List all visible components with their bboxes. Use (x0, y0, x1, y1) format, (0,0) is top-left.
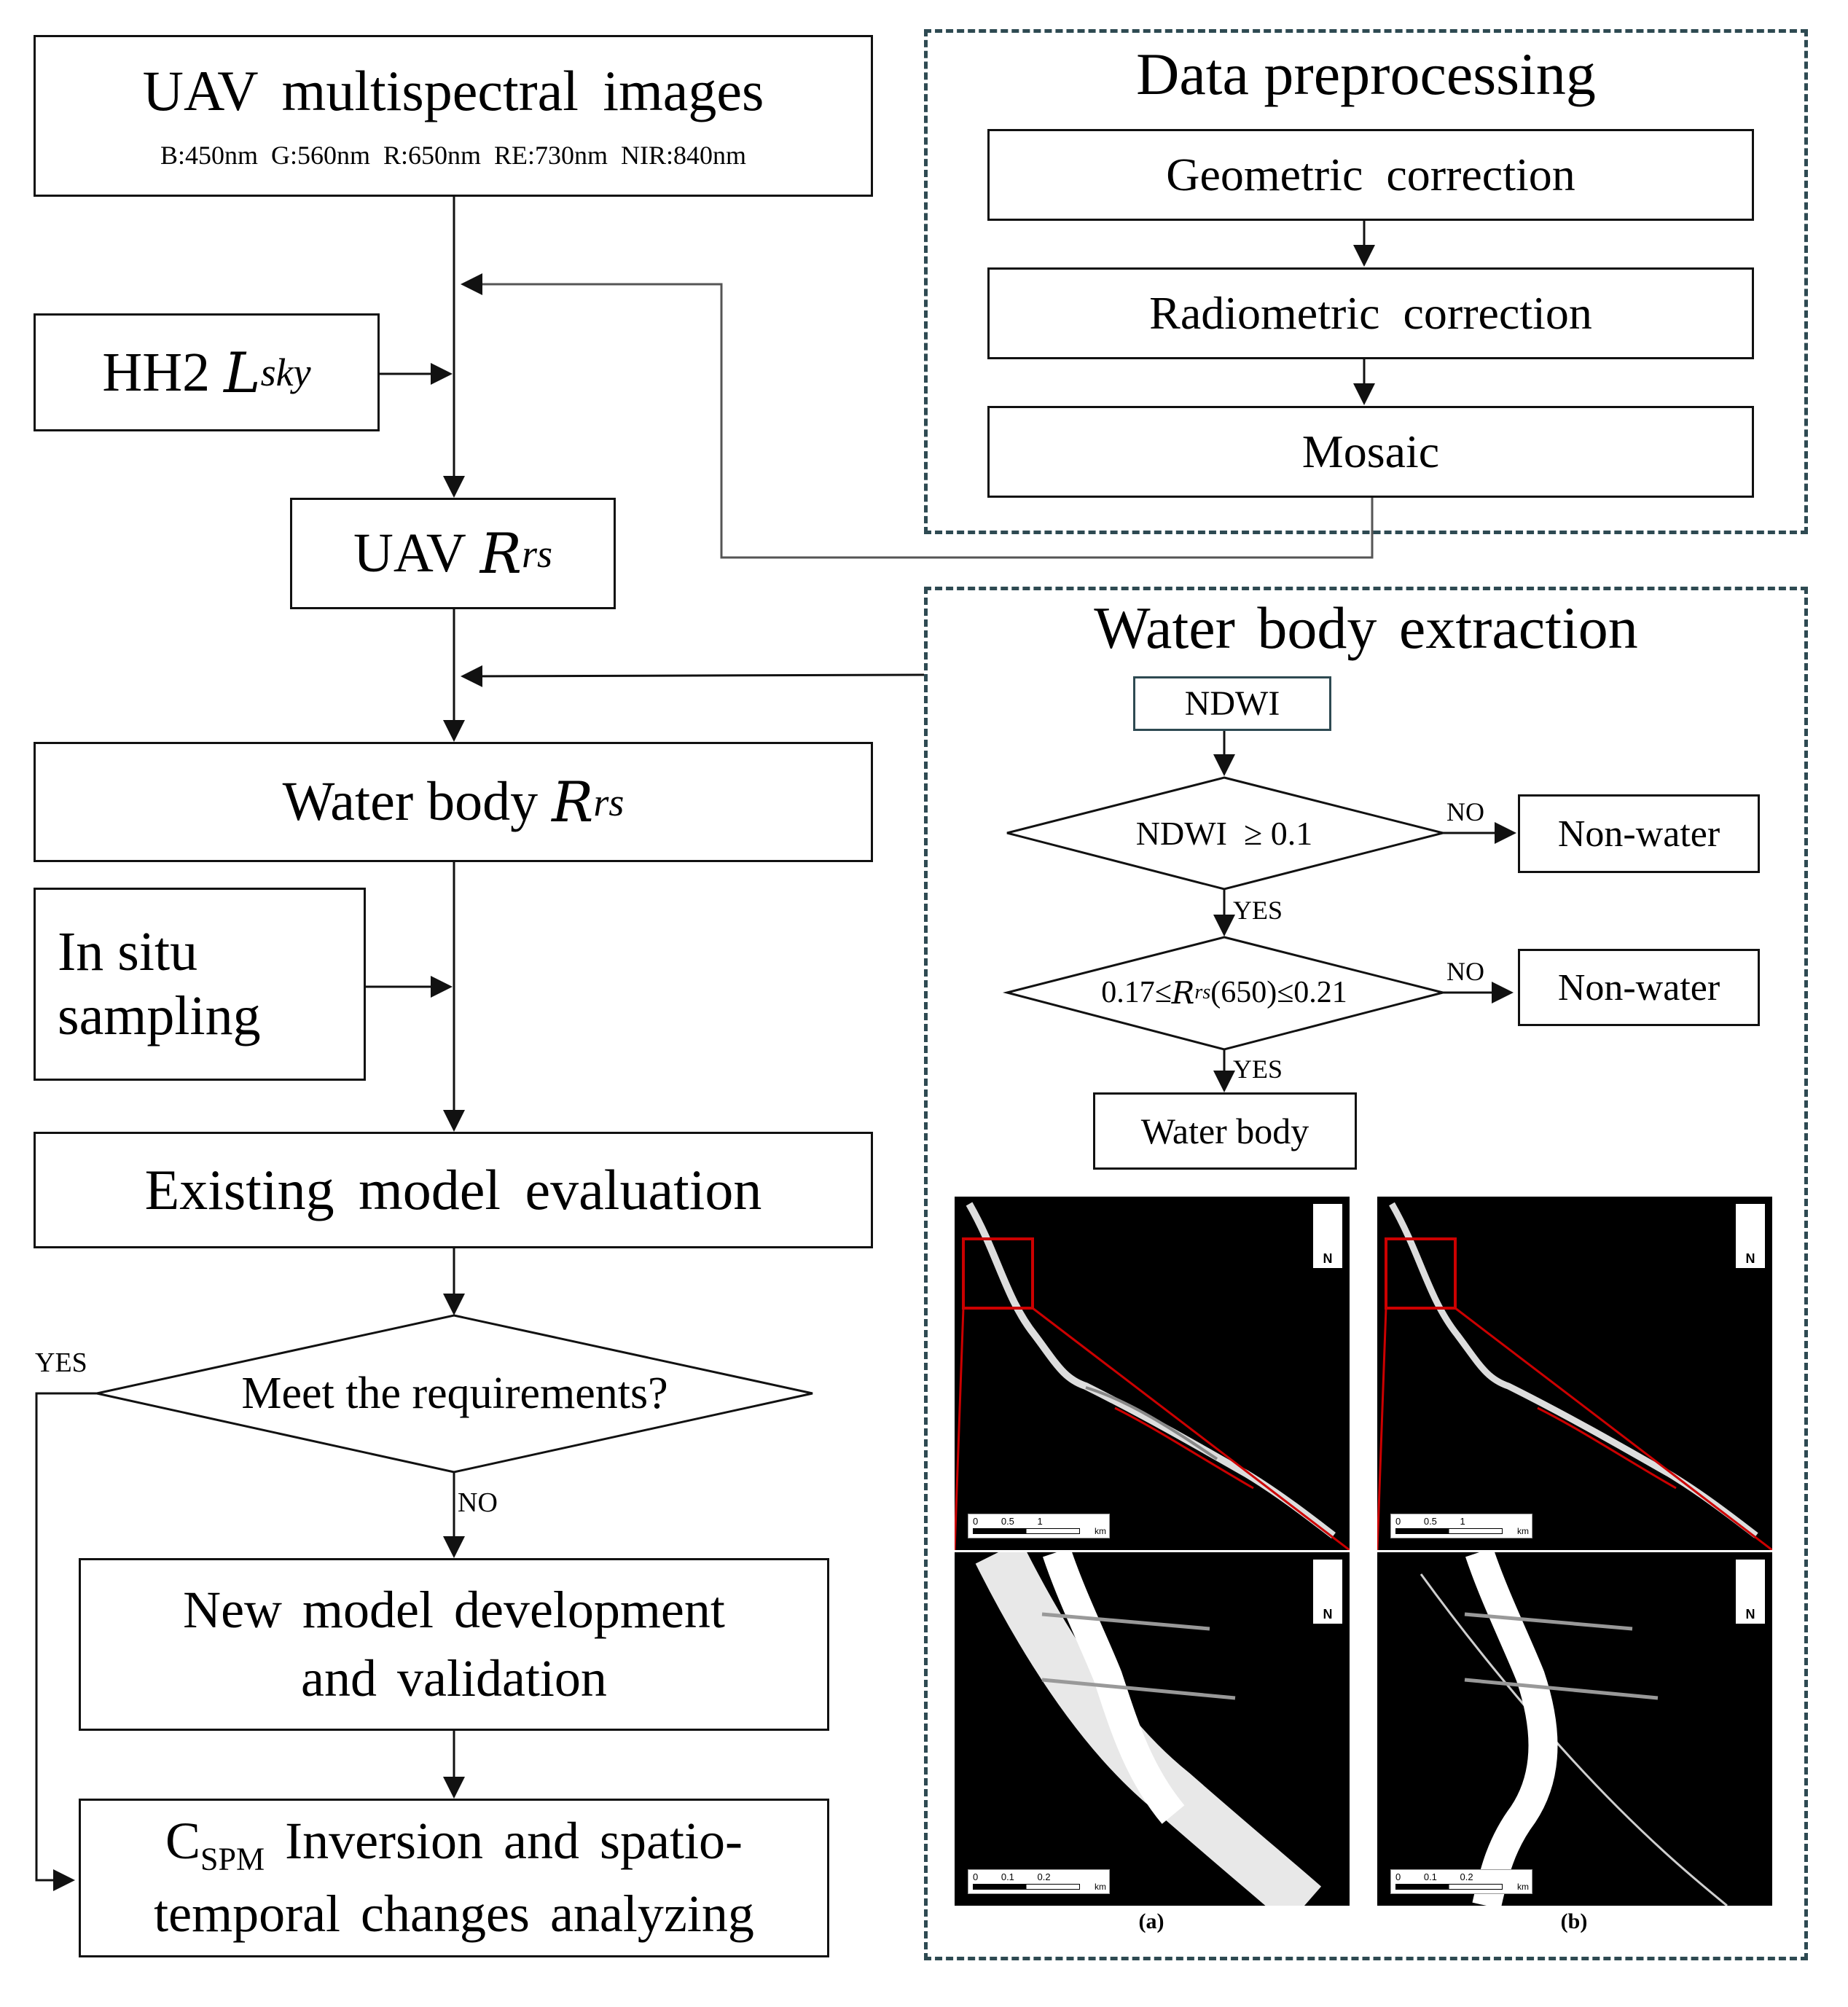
radiometric-correction-box: Radiometric correction (987, 267, 1754, 359)
map-a-overview: N 0 0.5 1 km (955, 1197, 1350, 1550)
map-a-scale-bar: 0 0.5 1 km (968, 1514, 1110, 1538)
non-water-box-2: Non-water (1518, 949, 1760, 1026)
caption-b: (b) (1560, 1909, 1588, 1933)
rrs-symbol: R (479, 521, 522, 586)
uav-images-title: UAV multispectral images (142, 59, 764, 122)
cond2-rrs-subscript: rs (1194, 981, 1211, 1004)
water-rrs-prefix: Water body (282, 771, 539, 832)
final-line1: CSPM Inversion and spatio- (165, 1807, 743, 1880)
cond1-yes-label: YES (1233, 896, 1283, 925)
in-situ-line2: sampling (58, 985, 261, 1046)
arrow-extraction-to-main (461, 665, 925, 687)
final-line1-text: Inversion and spatio- (265, 1812, 743, 1871)
existing-eval-label: Existing model evaluation (144, 1158, 762, 1221)
cond1-no-label: NO (1446, 797, 1484, 826)
map-b-scale-bar: 0 0.5 1 km (1390, 1514, 1532, 1538)
cond2-yes-label: YES (1233, 1055, 1283, 1084)
caption-a: (a) (1138, 1909, 1164, 1933)
map-b-zoom: N 0 0.1 0.2 km (1377, 1552, 1772, 1906)
extraction-panel (924, 587, 1808, 1960)
map-a-overview-river (955, 1202, 1350, 1550)
new-model-line2: and validation (301, 1648, 607, 1707)
geometric-correction-label: Geometric correction (1166, 149, 1575, 200)
uav-rrs-prefix: UAV (353, 523, 466, 584)
cond1-label: NDWI ≥ 0.1 (1135, 814, 1313, 852)
cspm-symbol: C (165, 1812, 201, 1871)
cond2-prefix: 0.17≤ (1101, 976, 1172, 1009)
extraction-title: Water body extraction (1094, 595, 1638, 661)
map-b-overview: N 0 0.5 1 km (1377, 1197, 1772, 1550)
new-model-line1: New model development (183, 1580, 725, 1639)
mosaic-box: Mosaic (987, 406, 1754, 498)
decision-no-label: NO (458, 1487, 498, 1518)
lsky-symbol: L (224, 340, 261, 405)
final-box: CSPM Inversion and spatio- temporal chan… (79, 1799, 829, 1957)
non-water-label-1: Non-water (1557, 813, 1720, 855)
map-a-zoom: N 0 0.1 0.2 km (955, 1552, 1350, 1906)
lsky-subscript: sky (260, 351, 311, 394)
cond2-no-label: NO (1446, 957, 1484, 986)
preprocessing-panel (924, 29, 1808, 534)
map-a-zoom-scale-bar: 0 0.1 0.2 km (968, 1869, 1110, 1894)
preprocessing-title: Data preprocessing (1136, 41, 1596, 107)
arrow-preprocessing-feedback (461, 273, 1374, 559)
water-body-box: Water body (1093, 1092, 1357, 1170)
in-situ-line1: In situ (58, 921, 198, 983)
map-b-zoom-river (1420, 1552, 1728, 1906)
water-rrs-subscript: rs (593, 780, 625, 824)
existing-eval-box: Existing model evaluation (34, 1132, 873, 1248)
map-b-north-arrow: N (1736, 1204, 1765, 1268)
rrs-subscript: rs (522, 531, 553, 576)
in-situ-box: In situ sampling (34, 888, 366, 1081)
geometric-correction-box: Geometric correction (987, 129, 1754, 221)
map-a-zoom-north-arrow: N (1313, 1560, 1342, 1624)
decision-label: Meet the requirements? (241, 1368, 668, 1418)
ndwi-box: NDWI (1133, 676, 1331, 731)
decision-yes-label: YES (35, 1347, 87, 1378)
map-a-north-arrow: N (1313, 1204, 1342, 1268)
radiometric-correction-label: Radiometric correction (1149, 287, 1592, 339)
map-b-overview-river (1377, 1202, 1772, 1550)
map-b-zoom-north-arrow: N (1736, 1560, 1765, 1624)
uav-images-box: UAV multispectral images B:450nm G:560nm… (34, 35, 873, 197)
cspm-subscript: SPM (200, 1841, 265, 1877)
non-water-box-1: Non-water (1518, 794, 1760, 873)
hh2-label: HH2 (102, 341, 211, 403)
uav-band-list: B:450nm G:560nm R:650nm RE:730nm NIR:840… (160, 141, 747, 170)
mosaic-label: Mosaic (1301, 426, 1440, 477)
water-body-label: Water body (1140, 1111, 1309, 1151)
water-rrs-symbol: R (552, 770, 594, 834)
cond2-rrs-symbol: R (1171, 974, 1195, 1011)
arrow-decision-yes (35, 1392, 97, 1891)
map-a-zoom-river (975, 1552, 1322, 1906)
cond2-suffix: (650)≤0.21 (1210, 976, 1347, 1009)
non-water-label-2: Non-water (1557, 966, 1720, 1009)
ndwi-label: NDWI (1184, 684, 1280, 723)
new-model-box: New model development and validation (79, 1558, 829, 1731)
final-line2: temporal changes analyzing (154, 1884, 754, 1943)
map-b-zoom-scale-bar: 0 0.1 0.2 km (1390, 1869, 1532, 1894)
